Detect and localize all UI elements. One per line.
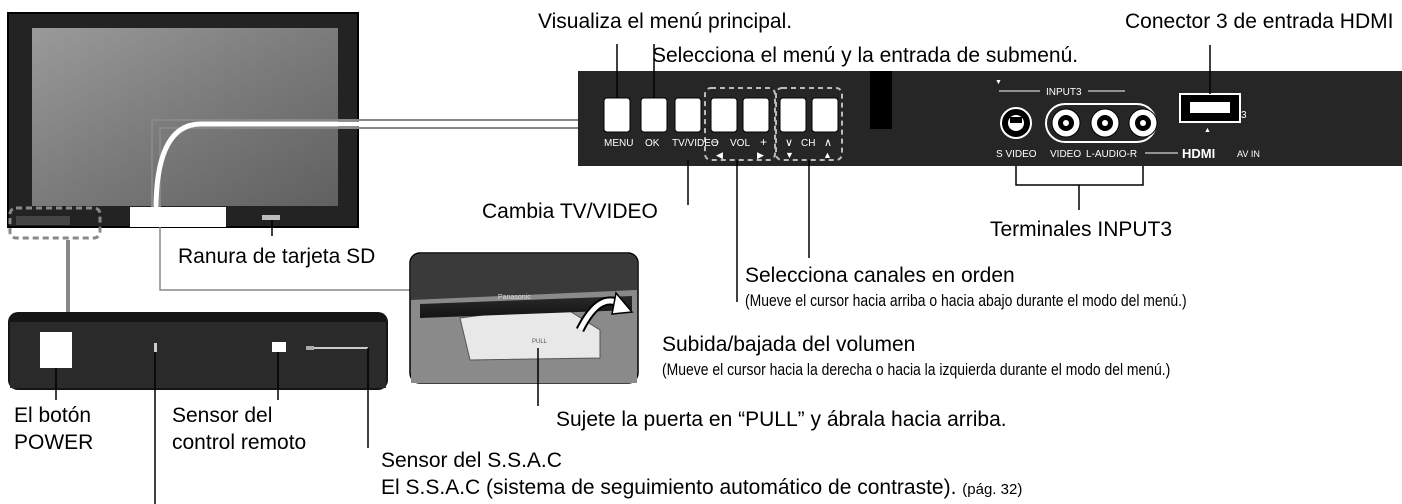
- open-arrow-icon: [611, 291, 634, 315]
- ch-down-key[interactable]: [779, 97, 807, 133]
- video-label: VIDEO: [1050, 149, 1081, 160]
- ssac-page-ref: (pág. 32): [962, 481, 1023, 498]
- side-panel-body: [578, 71, 1402, 166]
- label-channels: Selecciona canales en orden: [745, 264, 1015, 287]
- s-video-label: S VIDEO: [996, 149, 1037, 160]
- sd-door-closeup: Panasonic PULL: [409, 252, 639, 384]
- menu-key-label: MENU: [604, 138, 633, 149]
- ch-down-symbol: ∨: [785, 137, 793, 149]
- side-panel: MENU OK TV/VIDEO − VOL + ◀ ▶ ∨ CH ∧ ▼ ▲ …: [578, 71, 1402, 166]
- closeup-brand-logo: Panasonic: [498, 294, 531, 301]
- label-select-submenu: Selecciona el menú y la entrada de subme…: [652, 44, 1079, 67]
- label-door: Sujete la puerta en “PULL” y ábrala haci…: [556, 408, 1007, 431]
- note-volume: (Mueve el cursor hacia la derecha o haci…: [662, 360, 1171, 379]
- label-ssac: Sensor del S.S.A.C: [381, 449, 562, 472]
- l-audio-r-label: L-AUDIO-R: [1086, 149, 1137, 160]
- ch-up-key[interactable]: [811, 97, 839, 133]
- hdmi-logo: HDMI: [1182, 146, 1215, 161]
- tv-video-key-label: TV/VIDEO: [672, 138, 719, 149]
- ssac-sensor-window: [154, 343, 157, 352]
- tv-screen: [32, 28, 338, 206]
- right-arrow-icon: ▶: [757, 150, 764, 160]
- label-sd-slot: Ranura de tarjeta SD: [178, 245, 376, 268]
- ok-key[interactable]: [640, 97, 668, 133]
- label-remote-line1: Sensor del: [172, 404, 273, 427]
- sd-door-cutout: [130, 207, 226, 227]
- panel-connector-outer: [151, 119, 578, 207]
- label-volume: Subida/bajada del volumen: [662, 333, 916, 356]
- panel-connector-gap: [153, 121, 578, 211]
- vol-plus-label: +: [760, 135, 767, 149]
- vol-label: VOL: [730, 138, 750, 149]
- note-channels: (Mueve el cursor hacia arriba o hacia ab…: [745, 291, 1187, 310]
- av-in-label: AV IN: [1237, 149, 1260, 159]
- vol-minus-label: −: [712, 135, 719, 149]
- label-input3-terminals: Terminales INPUT3: [990, 218, 1173, 241]
- down-arrow-icon: ▼: [785, 150, 794, 160]
- sd-slot-mark: [262, 215, 280, 220]
- hdmi-marker-icon: ▲: [1204, 127, 1211, 134]
- label-tv-video: Cambia TV/VIDEO: [482, 200, 658, 223]
- power-led: [306, 346, 314, 350]
- tv-brand-logo: Panasonic: [170, 216, 194, 222]
- hdmi-port-number: 3: [1241, 110, 1247, 121]
- remote-sensor-window: [272, 342, 286, 352]
- tv-video-key[interactable]: [674, 97, 702, 133]
- panel-groove: [870, 71, 892, 129]
- ssac-description-text: El S.S.A.C (sistema de seguimiento autom…: [381, 476, 957, 499]
- s-video-marker-icon: ▼: [995, 79, 1002, 86]
- controls-highlight: [8, 206, 102, 240]
- input3-label: INPUT3: [1046, 87, 1082, 98]
- menu-key[interactable]: [603, 97, 631, 133]
- sd-door-leader: [159, 227, 420, 291]
- ch-up-symbol: ∧: [824, 137, 832, 149]
- label-hdmi3: Conector 3 de entrada HDMI: [1125, 10, 1394, 33]
- ok-key-label: OK: [645, 138, 660, 149]
- label-ssac-description: El S.S.A.C (sistema de seguimiento autom…: [381, 476, 1022, 500]
- label-main-menu: Visualiza el menú principal.: [538, 10, 793, 33]
- up-arrow-icon: ▲: [823, 150, 832, 160]
- label-power-line1: El botón: [14, 404, 92, 427]
- pull-label: PULL: [532, 339, 548, 345]
- front-panel-closeup: [8, 312, 388, 390]
- vol-down-key[interactable]: [710, 97, 738, 133]
- left-arrow-icon: ◀: [716, 150, 723, 160]
- tv-front-controls: [16, 216, 70, 225]
- label-power-line2: POWER: [14, 431, 94, 454]
- vol-group-highlight: [704, 87, 776, 161]
- vol-up-key[interactable]: [742, 97, 770, 133]
- power-button[interactable]: [40, 332, 72, 368]
- ch-group-highlight: [775, 87, 843, 161]
- ch-label: CH: [801, 138, 815, 149]
- rca-jacks: [1045, 103, 1158, 143]
- label-remote-line2: control remoto: [172, 431, 307, 454]
